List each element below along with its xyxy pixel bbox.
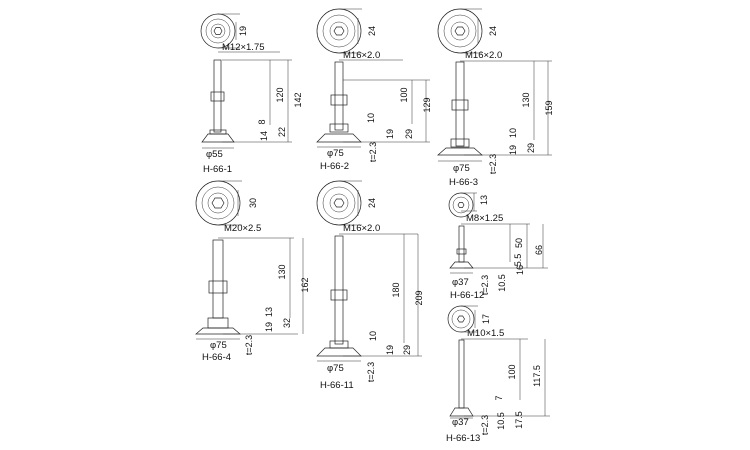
base-diameter: φ37 [452,417,469,428]
top-view-disc [316,180,362,226]
side-view [195,239,241,335]
hex-nut-icon [333,198,345,208]
hex-nut-icon [454,26,466,36]
dim-32: 32 [282,318,292,328]
dim-130: 130 [521,92,531,107]
thickness: t=2.3 [488,154,498,174]
dim-19: 19 [385,129,395,139]
dim-5.5: 5.5 [513,254,523,267]
side-view [316,61,362,143]
dim-120: 120 [275,87,285,102]
thickness: t=2.3 [480,275,490,295]
hex-nut-icon [457,202,465,208]
thickness: t=2.3 [366,362,376,382]
dim-10: 10 [368,331,378,341]
base-diameter: φ37 [452,277,469,288]
thickness: t=2.3 [244,335,254,355]
side-view [201,59,235,143]
thread-spec: M20×2.5 [224,223,261,234]
thickness: t=2.3 [368,142,378,162]
hex-size: 30 [248,198,258,208]
thread-spec: M8×1.25 [466,213,503,224]
side-view [316,235,362,357]
base-diameter: φ75 [210,340,227,351]
dim-29: 29 [404,129,414,139]
thickness: t=2.3 [480,415,490,435]
model-label: H-66-12 [450,290,484,301]
dim-159: 159 [544,100,554,115]
hex-nut-icon [457,315,465,323]
dim-19: 19 [508,145,518,155]
model-label: H-66-1 [203,164,232,175]
model-label: H-66-13 [446,433,480,444]
dim-29: 29 [526,143,536,153]
hex-nut-icon [211,197,225,209]
dim-19: 19 [264,322,274,332]
dim-66: 66 [534,245,544,255]
part-h-66-1: 19 M12×1.75 120 142 8 14 22 φ55 H-66-1 [200,13,303,175]
dim-100: 100 [507,364,517,379]
dim-50: 50 [514,238,524,248]
hex-size: 19 [238,26,248,36]
part-h-66-13: 17 M10×1.5 100 117.5 7 10.5 17.5 φ37 t=2… [446,305,550,444]
part-h-66-4: 30 M20×2.5 130 162 13 19 32 φ75 t=2.3 H-… [195,180,310,363]
dim-129: 129 [422,97,432,112]
thread-spec: M16×2.0 [343,223,380,234]
side-view [449,225,474,269]
dim-130: 130 [277,264,287,279]
dim-209: 209 [414,290,424,305]
top-view-disc [316,8,362,54]
thread-spec: M10×1.5 [467,328,504,339]
thread-spec: M16×2.0 [343,50,380,61]
hex-size: 24 [367,198,377,208]
part-h-66-3: 24 M16×2.0 130 159 10 19 29 φ75 t=2.3 H-… [437,8,554,188]
top-view-disc [195,180,241,226]
dim-29: 29 [402,345,412,355]
model-label: H-66-2 [320,161,349,172]
dim-117.5: 117.5 [532,365,542,387]
model-label: H-66-4 [202,352,231,363]
dim-142: 142 [293,92,303,107]
hex-nut-icon [213,27,223,35]
hex-size: 24 [367,26,377,36]
part-h-66-12: 13 M8×1.25 50 66 5.5 10.5 16 φ37 t=2.3 H… [448,192,548,301]
side-view [449,339,474,417]
dim-162: 162 [300,277,310,292]
part-h-66-11: 24 M16×2.0 180 209 10 19 29 φ75 t=2.3 H-… [316,180,424,391]
dim-19: 19 [385,345,395,355]
thread-spec: M12×1.75 [222,42,265,53]
thread-spec: M16×2.0 [465,50,502,61]
dim-16: 16 [515,265,525,275]
dim-7: 7 [494,395,504,400]
base-diameter: φ55 [206,149,223,160]
dim-100: 100 [399,87,409,102]
dim-14: 14 [259,131,269,141]
dim-10.5: 10.5 [496,412,506,430]
dim-8: 8 [257,119,267,124]
base-diameter: φ75 [327,148,344,159]
base-diameter: φ75 [453,163,470,174]
base-diameter: φ75 [327,363,344,374]
dim-22: 22 [277,127,287,137]
dim-17.5: 17.5 [514,411,524,429]
dim-10: 10 [366,113,376,123]
hex-size: 13 [479,195,489,205]
part-h-66-2: 24 M16×2.0 100 129 10 19 29 φ75 t=2.3 H-… [316,8,432,172]
dim-180: 180 [391,282,401,297]
dim-10.5: 10.5 [497,274,507,292]
hex-size: 24 [488,26,498,36]
side-view [437,61,483,156]
top-view-disc [437,8,483,54]
model-label: H-66-3 [449,177,478,188]
dim-10: 10 [508,128,518,138]
dim-13: 13 [264,307,274,317]
hex-size: 17 [481,314,491,324]
hex-nut-icon [333,26,345,36]
model-label: H-66-11 [320,380,354,391]
